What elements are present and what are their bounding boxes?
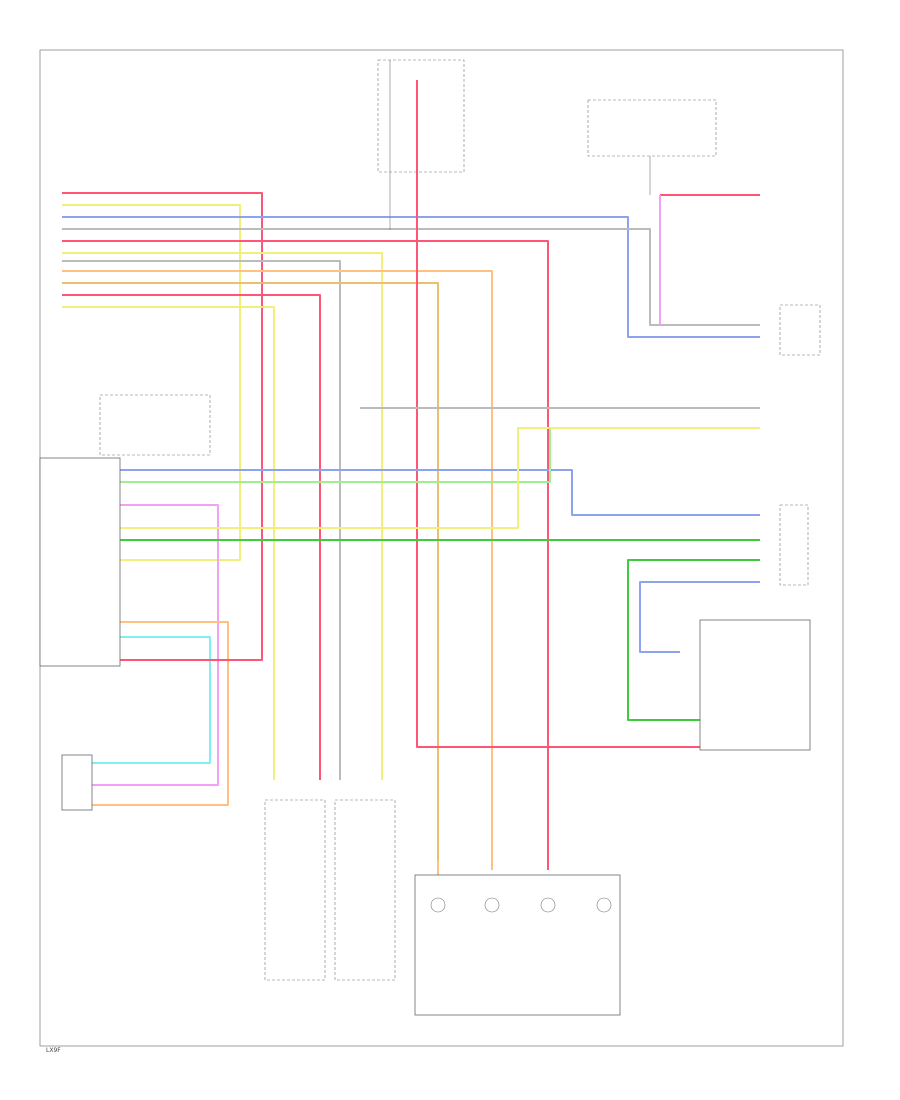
wire-green-lower	[627, 559, 760, 721]
wire-gray-top	[62, 228, 760, 326]
squib-bottom-node-2	[484, 897, 500, 913]
wire-pink-feed	[416, 80, 760, 748]
left-module-block	[39, 394, 211, 667]
wire-yellow-mid	[120, 427, 760, 529]
fuse-block	[377, 59, 465, 230]
wire-tan-2	[62, 282, 439, 870]
wire-yellow-2	[62, 252, 383, 780]
ignition-module-outline	[587, 99, 717, 157]
wire-light-green-mid	[120, 427, 760, 483]
wire-yellow-3	[62, 306, 275, 780]
right-sensor-outline	[779, 504, 809, 586]
wire-cyan-low	[90, 636, 211, 764]
ignition-module	[587, 99, 717, 195]
squib-left-2-outline	[334, 799, 396, 981]
squib-left	[264, 799, 396, 981]
wire-orange-2	[62, 270, 493, 870]
wire-blue-mid	[120, 469, 760, 516]
left-module-header	[99, 394, 211, 456]
footer-code: LX9F	[46, 1047, 61, 1054]
wire-pink-3	[62, 294, 321, 780]
squib-bottom-node-1	[430, 897, 446, 913]
wire-blue-lower	[639, 581, 760, 653]
wire-pink-2	[62, 240, 549, 870]
seat-sensor-outline	[61, 754, 93, 811]
squib-bottom	[414, 874, 621, 1016]
squib-left-outline	[264, 799, 326, 981]
wire-magenta-mid	[90, 504, 219, 786]
right-connector-block	[699, 304, 821, 751]
seat-sensor	[61, 754, 93, 811]
wire-gray-2	[62, 260, 341, 780]
wire-orange-low	[90, 621, 229, 806]
wire-yellow-top	[62, 204, 241, 561]
fuse-block-outline	[377, 59, 465, 173]
squib-bottom-node-3	[540, 897, 556, 913]
passenger-module-outline	[699, 619, 811, 751]
squib-bottom-node-4	[596, 897, 612, 913]
left-module-outline	[39, 457, 121, 667]
squib-bottom-outline	[414, 874, 621, 1016]
wire-group	[62, 80, 760, 880]
right-connector-outline	[779, 304, 821, 356]
wire-blue-top	[62, 216, 760, 338]
